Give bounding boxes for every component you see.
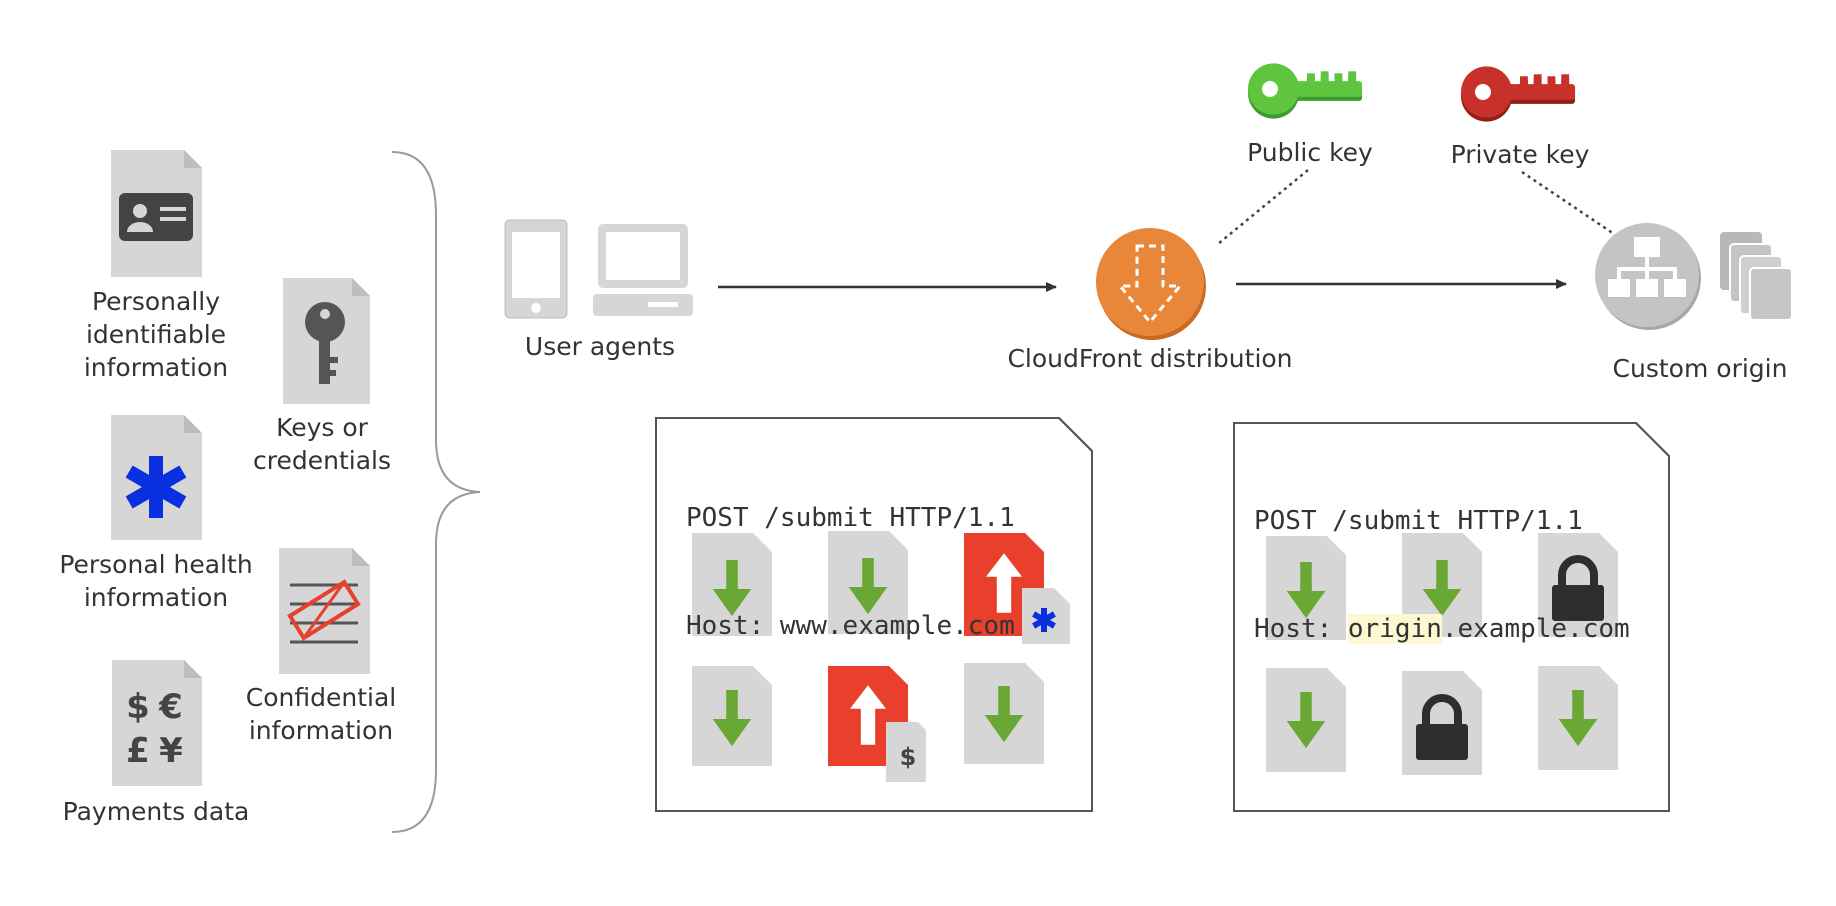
field-normal-4 — [964, 663, 1044, 764]
field-normal-1 — [692, 533, 772, 636]
viewer-request-line: POST /submit HTTP/1.1 — [686, 503, 1015, 533]
label-keys-credentials: Keys or credentials — [253, 413, 391, 475]
pii-document-icon — [111, 150, 202, 277]
field-sensitive-health — [964, 533, 1070, 644]
viewer-request-box: $ — [655, 417, 1093, 812]
user-agents-icon — [504, 219, 693, 319]
label-phi: Personal health information — [59, 550, 253, 612]
viewer-host-prefix: Host: — [686, 611, 780, 641]
currency-dollar: $ — [126, 687, 150, 727]
currency-pound: £ — [126, 731, 150, 771]
label-pii: Personally identifiable information — [83, 287, 229, 382]
payment-badge-symbol: $ — [900, 743, 917, 771]
label-user-agents: User agents — [524, 332, 676, 361]
field-sensitive-payment: $ — [828, 666, 926, 782]
viewer-host-value: www.example.com — [779, 611, 1015, 641]
origin-server-icon — [1595, 223, 1701, 330]
field-normal-6 — [1402, 533, 1482, 637]
currency-yen: ¥ — [159, 731, 183, 771]
cloudfront-icon — [1096, 228, 1206, 340]
field-normal-2 — [828, 531, 908, 634]
public-key-icon — [1247, 63, 1363, 119]
confidential-document-icon — [279, 548, 370, 674]
private-key-connector — [1521, 170, 1615, 236]
field-encrypted-1 — [1538, 533, 1618, 637]
origin-host-rest: .example.com — [1441, 614, 1630, 644]
field-normal-5 — [1266, 536, 1346, 640]
label-cloudfront: CloudFront distribution — [1007, 344, 1293, 373]
label-public-key: Public key — [1247, 138, 1373, 167]
origin-host-prefix: Host: — [1254, 614, 1348, 644]
viewer-request-text: POST /submit HTTP/1.1 Host: www.example.… — [686, 428, 1015, 680]
viewer-host-line: Host: www.example.com — [686, 608, 1015, 644]
private-key-icon — [1460, 66, 1576, 122]
field-normal-7 — [1266, 668, 1346, 772]
label-payments: Payments data — [62, 797, 250, 826]
grouping-brace — [391, 151, 481, 833]
key-document-icon — [283, 278, 370, 404]
public-key-connector — [1217, 169, 1309, 245]
origin-documents-icon — [1720, 232, 1793, 321]
currency-euro: € — [158, 687, 183, 727]
origin-host-highlight: origin — [1347, 614, 1442, 644]
field-normal-3 — [692, 666, 772, 766]
field-encrypted-2 — [1402, 671, 1482, 775]
origin-request-box — [1233, 422, 1670, 812]
label-custom-origin: Custom origin — [1612, 354, 1788, 383]
label-confidential: Confidential information — [245, 683, 397, 745]
origin-request-text: POST /submit HTTP/1.1 Host: origin.examp… — [1254, 431, 1630, 683]
origin-request-line: POST /submit HTTP/1.1 — [1254, 506, 1583, 536]
payments-document-icon: $ € £ ¥ — [112, 660, 202, 786]
health-document-icon — [111, 415, 202, 540]
origin-host-line: Host: origin.example.com — [1254, 611, 1630, 647]
label-private-key: Private key — [1450, 140, 1590, 169]
field-normal-8 — [1538, 666, 1618, 770]
